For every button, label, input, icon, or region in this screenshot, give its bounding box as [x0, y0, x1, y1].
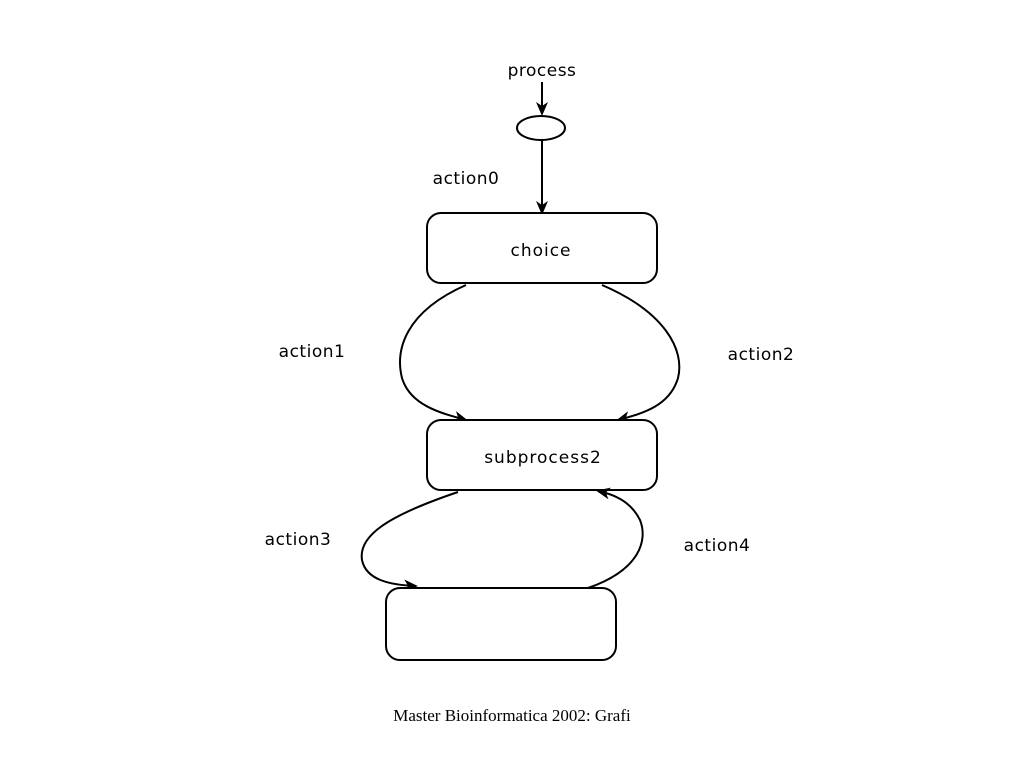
edge-action2 — [601, 284, 681, 423]
initial-state — [516, 115, 566, 141]
edge-label-action0: action0 — [433, 169, 500, 189]
edge-label-action4: action4 — [684, 536, 751, 556]
edge-label-action1: action1 — [279, 342, 346, 362]
node-unnamed — [385, 587, 617, 661]
node-label-subprocess2: subprocess2 — [484, 448, 602, 468]
edge-action3 — [360, 491, 459, 592]
edge-action4 — [587, 487, 644, 589]
edge-action1 — [399, 284, 468, 423]
node-label-choice: choice — [510, 241, 571, 261]
edge-label-action2: action2 — [728, 345, 795, 365]
footer-caption: Master Bioinformatica 2002: Grafi — [393, 706, 631, 725]
edge-label-action3: action3 — [265, 530, 332, 550]
node-subprocess2 — [426, 419, 658, 491]
process-label: process — [508, 61, 577, 81]
node-choice — [426, 212, 658, 284]
